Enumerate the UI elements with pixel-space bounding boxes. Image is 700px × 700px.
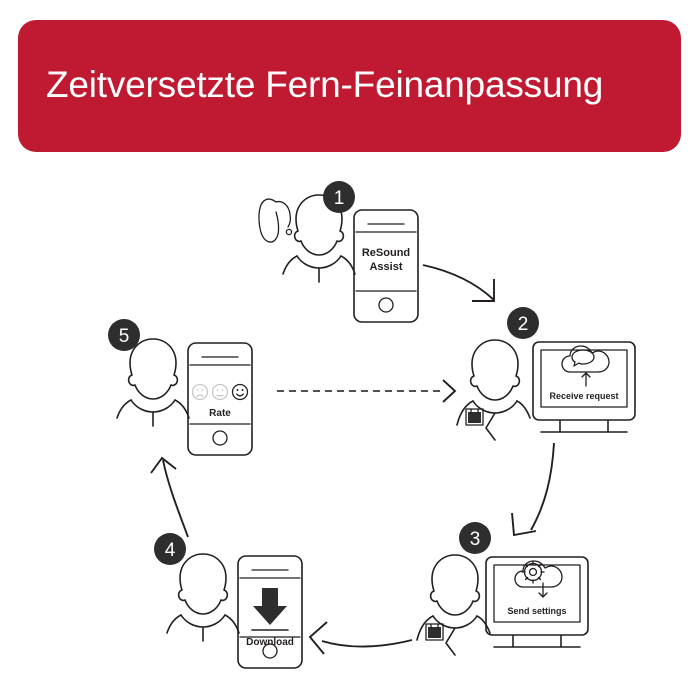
- cloud-gear-icon: [514, 560, 563, 598]
- step-1-group[interactable]: ReSound Assist 1: [258, 181, 419, 323]
- download-arrow-icon: [251, 588, 289, 631]
- step-badge-3: 3: [459, 522, 491, 554]
- coat-pocket-icon: [465, 408, 484, 426]
- monitor-screen-label-step-3: Send settings: [507, 606, 566, 616]
- process-flow-diagram: ReSound Assist 1: [0, 160, 700, 700]
- rating-face-neutral-icon[interactable]: [211, 383, 229, 401]
- step-badge-5-number: 5: [119, 326, 130, 347]
- title-banner: Zeitversetzte Fern-Feinanpassung: [18, 20, 681, 152]
- monitor-device-step-2[interactable]: Receive request: [532, 341, 636, 433]
- connector-5-to-2-dashed: [277, 379, 457, 403]
- step-badge-2: 2: [507, 307, 539, 339]
- step-badge-4-number: 4: [165, 540, 176, 561]
- monitor-device-step-3[interactable]: Send settings: [485, 556, 589, 648]
- connector-3-to-4: [308, 621, 413, 655]
- step-badge-4: 4: [154, 533, 186, 565]
- step-badge-3-number: 3: [470, 529, 481, 550]
- phone-screen-label-step-5: Rate: [209, 408, 231, 419]
- step-3-group[interactable]: Send settings 3: [416, 522, 589, 656]
- connector-2-to-3: [511, 442, 555, 537]
- phone-screen-label-line1: ReSound: [362, 247, 410, 259]
- step-5-group[interactable]: Rate 5: [108, 319, 253, 456]
- step-badge-5: 5: [108, 319, 140, 351]
- phone-device-step-5[interactable]: Rate: [187, 342, 253, 456]
- coat-pocket-icon: [425, 623, 444, 641]
- step-badge-2-number: 2: [518, 314, 529, 335]
- hearing-aid-icon: [258, 198, 293, 243]
- phone-device-step-1[interactable]: ReSound Assist: [353, 209, 419, 323]
- phone-screen-label-step-4: Download: [246, 637, 294, 648]
- connector-1-to-2: [422, 264, 495, 302]
- rating-face-sad-icon[interactable]: [191, 383, 209, 401]
- person-icon-step-3: [416, 554, 491, 656]
- step-badge-1: 1: [323, 181, 355, 213]
- connector-4-to-5: [150, 456, 189, 538]
- step-2-group[interactable]: Receive request 2: [456, 307, 636, 441]
- rating-face-happy-icon[interactable]: [231, 383, 249, 401]
- page-title: Zeitversetzte Fern-Feinanpassung: [46, 64, 604, 106]
- person-icon-step-5: [116, 338, 190, 427]
- person-icon-step-2: [456, 339, 531, 441]
- person-icon-step-4: [166, 553, 240, 642]
- phone-screen-label-line2: Assist: [369, 261, 402, 273]
- step-4-group[interactable]: Download 4: [154, 533, 303, 669]
- step-badge-1-number: 1: [334, 188, 345, 209]
- cloud-speech-bubble-icon: [561, 345, 610, 387]
- monitor-screen-label-step-2: Receive request: [549, 391, 618, 401]
- phone-device-step-4[interactable]: Download: [237, 555, 303, 669]
